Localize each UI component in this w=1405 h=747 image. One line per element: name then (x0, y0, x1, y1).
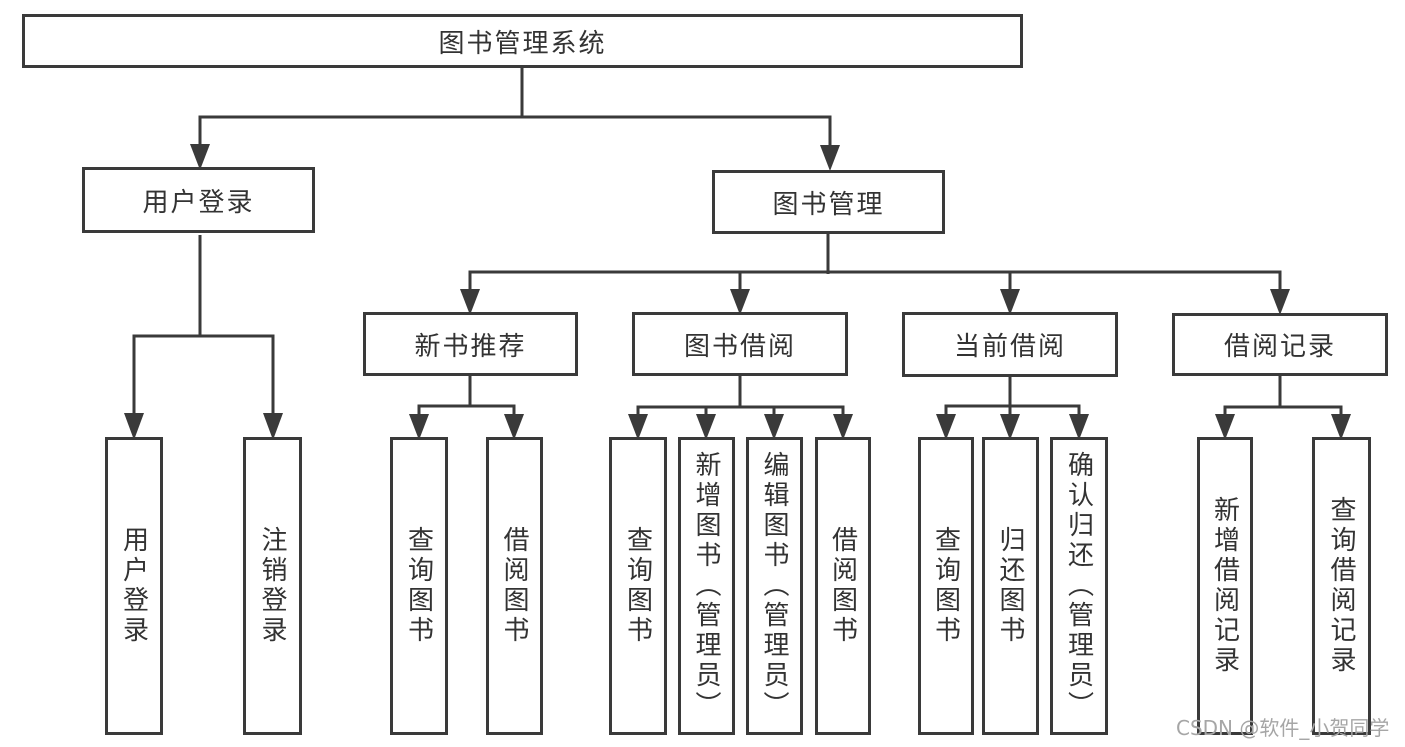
leaf-add-borrow-record: 新增借阅记录 (1197, 437, 1253, 735)
arrowhead-icon (504, 414, 524, 440)
node-book-management: 图书管理 (712, 170, 945, 234)
arrowhead-icon (820, 145, 840, 171)
leaf-return-book: 归还图书 (982, 437, 1039, 735)
node-borrow-records: 借阅记录 (1172, 313, 1388, 376)
node-new-book-recommend: 新书推荐 (363, 312, 578, 376)
arrowhead-icon (696, 414, 716, 440)
connector-userlogin-rail (132, 334, 275, 414)
arrowhead-icon (764, 414, 784, 440)
leaf-logout: 注销登录 (243, 437, 302, 735)
arrowhead-icon (460, 289, 480, 315)
arrowhead-icon (1331, 414, 1351, 440)
arrowhead-icon (833, 414, 853, 440)
arrowhead-icon (1069, 414, 1089, 440)
leaf-query-borrow-record: 查询借阅记录 (1312, 437, 1371, 735)
arrowhead-icon (263, 413, 283, 440)
leaf-query-books-recommend: 查询图书 (390, 437, 448, 735)
connector-records-rail (1223, 405, 1343, 415)
leaf-confirm-return-admin: 确认归还（管理员） (1050, 437, 1108, 735)
arrowhead-icon (1270, 289, 1290, 315)
arrowhead-icon (936, 414, 956, 440)
connector-bookborrow-rail (636, 405, 845, 415)
leaf-borrow-books-recommend: 借阅图书 (486, 437, 543, 735)
leaf-edit-book-admin: 编辑图书（管理员） (746, 437, 803, 735)
node-current-borrow: 当前借阅 (902, 312, 1118, 377)
leaf-add-book-admin: 新增图书（管理员） (678, 437, 735, 735)
arrowhead-icon (409, 414, 429, 440)
connector-newbook-rail (417, 404, 516, 415)
node-user-login: 用户登录 (82, 167, 315, 233)
arrowhead-icon (1215, 414, 1235, 440)
node-root: 图书管理系统 (22, 14, 1023, 68)
leaf-query-books-current: 查询图书 (918, 437, 974, 735)
arrowhead-icon (190, 144, 210, 170)
arrowhead-icon (1000, 414, 1020, 440)
leaf-query-books-borrow: 查询图书 (609, 437, 667, 735)
arrowhead-icon (730, 289, 750, 315)
node-book-borrow: 图书借阅 (632, 312, 848, 376)
arrowhead-icon (124, 413, 144, 440)
arrowhead-icon (628, 414, 648, 440)
leaf-user-login: 用户登录 (105, 437, 163, 735)
connector-level2-rail (198, 115, 832, 148)
leaf-borrow-books: 借阅图书 (815, 437, 871, 735)
connector-currentborrow-rail (944, 404, 1081, 415)
connector-level3-rail (468, 270, 1282, 291)
watermark-text: CSDN @软件_小贺同学 (1176, 716, 1390, 740)
arrowhead-icon (1000, 289, 1020, 315)
